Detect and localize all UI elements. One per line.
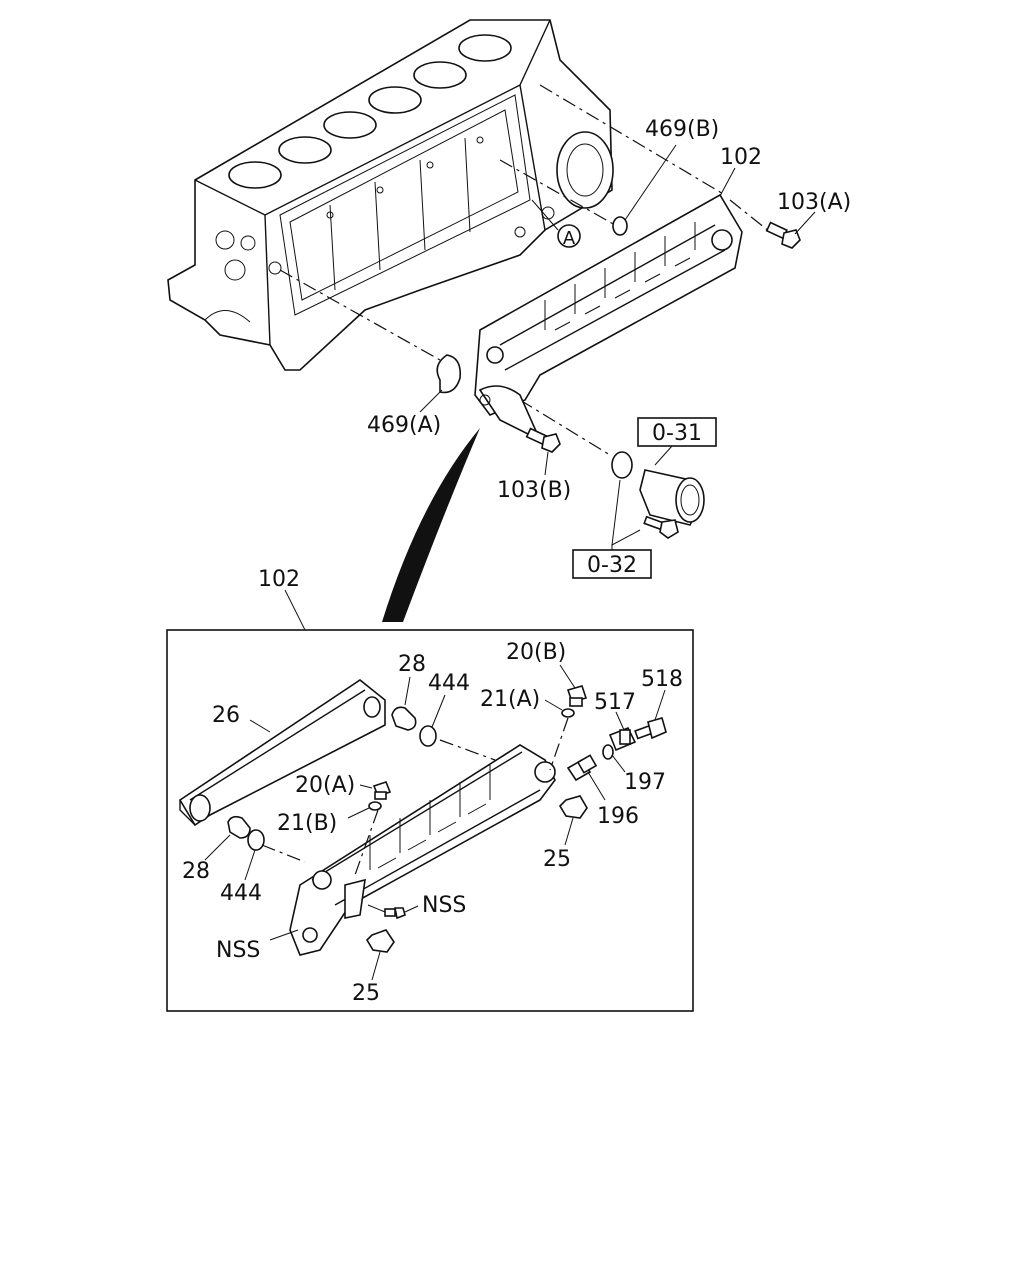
nut-25-bottom [365, 929, 395, 953]
cover-plate-26 [178, 679, 386, 827]
leader-21b [347, 807, 370, 819]
plug-20b [566, 685, 588, 707]
callout-518: 518 [641, 667, 683, 692]
o-ring-469a [436, 354, 462, 394]
leader-469a [419, 389, 443, 413]
leader-102-detail [284, 589, 306, 631]
callout-26: 26 [212, 703, 240, 728]
plug-20a [372, 781, 392, 800]
o-ring-469b [612, 216, 628, 236]
leader-517 [615, 711, 625, 731]
callout-444-top: 444 [428, 671, 470, 696]
leader-nss-pipe [367, 904, 386, 913]
leader-20b [559, 664, 576, 689]
leader-103b [544, 451, 549, 476]
leader-444-top [431, 694, 446, 728]
detail-pointer [382, 428, 480, 622]
ref-label-032: 0-32 [587, 553, 637, 578]
callout-103a: 103(A) [777, 190, 851, 215]
align-line-3 [279, 269, 441, 361]
washer-21b [368, 801, 382, 811]
leader-nss-right [404, 905, 419, 913]
callout-102-detail: 102 [258, 567, 300, 592]
callout-28-bottom: 28 [182, 859, 210, 884]
callout-469b: 469(B) [645, 117, 719, 142]
callout-nss-right: NSS [422, 893, 466, 918]
callout-28-top: 28 [398, 652, 426, 677]
leader-28-bottom [204, 834, 231, 861]
engine-block [167, 19, 614, 371]
leader-28-top [404, 676, 411, 706]
leader-21a [544, 699, 563, 711]
bolt-nss-right [384, 907, 406, 920]
gasket-28-top [391, 706, 417, 731]
callout-21a: 21(A) [480, 687, 540, 712]
callout-20b: 20(B) [506, 640, 566, 665]
callout-102-top: 102 [720, 145, 762, 170]
align-line-detail-3 [549, 717, 569, 771]
oil-cooler-assembly-top [474, 193, 743, 442]
gasket-28-bottom [227, 815, 251, 839]
callout-469a: 469(A) [367, 413, 441, 438]
washer-21a [561, 708, 575, 718]
callout-25-right: 25 [543, 847, 571, 872]
align-line-1 [539, 84, 726, 196]
leader-20a [359, 784, 373, 789]
gasket-031 [611, 451, 633, 479]
callout-25-bottom: 25 [352, 981, 380, 1006]
bolt-103b [525, 427, 561, 453]
leader-469b [624, 144, 677, 221]
callout-197: 197 [624, 770, 666, 795]
align-line-2 [499, 159, 616, 226]
align-line-detail-1 [439, 739, 496, 761]
bolt-518 [634, 717, 667, 740]
adapter-517 [608, 726, 637, 752]
callout-517: 517 [594, 690, 636, 715]
ref-label-031: 0-31 [652, 421, 702, 446]
bolt-103a [765, 221, 801, 249]
callout-20a: 20(A) [295, 773, 355, 798]
leader-196 [587, 771, 606, 801]
align-line-detail-2 [261, 844, 306, 863]
sensor-196 [566, 754, 598, 782]
detail-frame [166, 629, 694, 1012]
leader-25-right [564, 817, 574, 846]
leader-25-bottom [371, 951, 381, 981]
o-ring-444-top [419, 725, 437, 747]
oil-cooler-detail [289, 744, 556, 956]
align-line-4 [519, 399, 611, 456]
leader-103a [794, 211, 816, 235]
align-line-5 [729, 199, 771, 233]
callout-103b: 103(B) [497, 478, 571, 503]
leader-nss-left [269, 929, 299, 941]
leader-031 [654, 445, 673, 466]
callout-196: 196 [597, 804, 639, 829]
leader-032 [611, 479, 641, 546]
callout-nss-left: NSS [216, 938, 260, 963]
washer-197 [602, 744, 614, 760]
leader-102-top [719, 167, 736, 197]
outlet-pipe-031 [639, 469, 705, 539]
nut-25-right [558, 795, 588, 819]
leader-197 [611, 754, 626, 773]
o-ring-444-bottom [247, 829, 265, 851]
ref-box-031 [637, 417, 717, 447]
leader-518 [654, 689, 666, 721]
leader-444-bottom [244, 849, 256, 881]
leader-26 [249, 719, 271, 733]
align-line-detail-4 [354, 809, 379, 876]
marker-a-label: A [563, 228, 576, 249]
callout-21b: 21(B) [277, 811, 337, 836]
callout-444-bottom: 444 [220, 881, 262, 906]
ref-box-032 [572, 549, 652, 579]
marker-a: A [531, 199, 581, 249]
